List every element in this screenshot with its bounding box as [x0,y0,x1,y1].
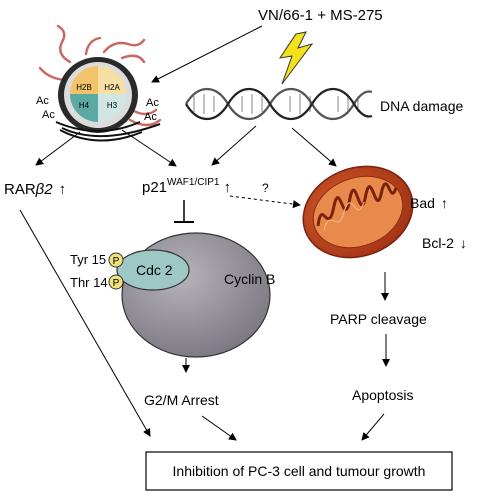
acetyl-label-2: Ac [42,109,55,121]
histone-h4-label: H4 [79,101,90,110]
treatment-label: VN/66-1 + MS-275 [258,7,383,24]
dna-helix-icon [185,88,373,120]
outcome-box [145,451,453,491]
nucleosome-to-p21-arrow [121,129,177,167]
g2m-arrest-label: G2/M Arrest [144,392,219,408]
g2m-to-outcome-arrow [201,415,237,441]
rar-beta2-label: RARβ2↑ [4,181,66,198]
p21-to-mitochondrion-dashed-arrow [229,195,301,209]
cdc2-ellipse [116,249,190,291]
parp-cleavage-label: PARP cleavage [330,311,427,327]
mitochondrion-icon [302,165,414,259]
phospho-thr14-label: P [113,278,120,289]
phospho-tyr15-icon [108,252,124,268]
lightning-icon [278,31,314,85]
acetyl-label-3: Ac [146,97,159,109]
acetyl-label-4: Ac [144,111,157,123]
outcome-label: Inhibition of PC-3 cell and tumour growt… [173,463,426,479]
histone-h3-label: H3 [107,101,118,110]
nucleosome-icon: H2B H2A H4 H3 [38,24,162,142]
phospho-thr14-icon [108,274,124,290]
dna-damage-label: DNA damage [380,98,463,114]
nucleosome-to-rar-arrow [35,131,81,166]
histone-tails [38,24,162,127]
apoptosis-label: Apoptosis [352,387,413,403]
rar-to-outcome-arrow [19,209,151,437]
dna-to-p21-arrow [211,125,257,166]
cyclin-b-label: Cyclin B [224,271,275,287]
apoptosis-to-outcome-arrow [361,413,385,441]
thr14-label: Thr 14 [70,275,108,290]
histone-h2b-label: H2B [76,83,92,92]
histone-h2a-label: H2A [104,83,120,92]
dna-to-mitochondrion-arrow [291,127,337,167]
treatment-to-nucleosome-arrow [151,25,263,83]
bcl2-label: Bcl-2↓ [422,235,467,251]
p21-label: p21WAF1/CIP1↑ [142,177,231,196]
cdc2-label: Cdc 2 [136,262,173,278]
unknown-link-label: ? [262,181,269,195]
bad-label: Bad↑ [410,195,448,211]
tyr15-label: Tyr 15 [70,252,106,267]
acetyl-label-1: Ac [36,95,49,107]
phospho-tyr15-label: P [113,256,120,267]
